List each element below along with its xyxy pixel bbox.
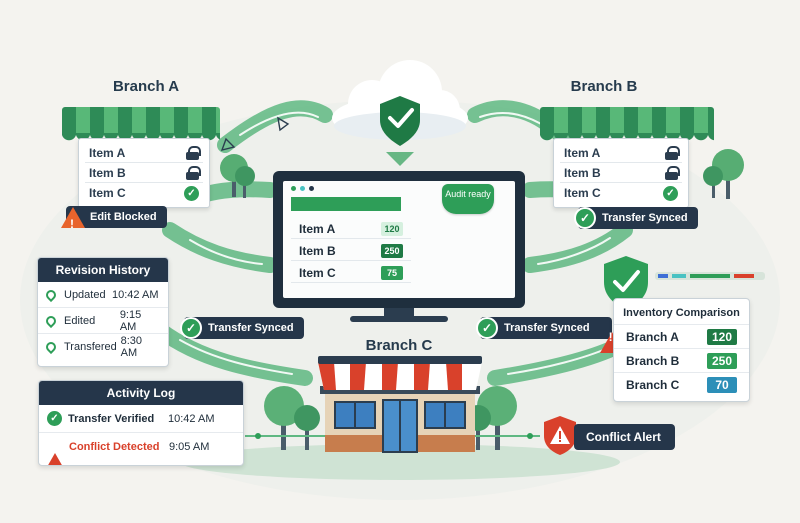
row-label: Item B <box>299 243 336 258</box>
branch-b-awning <box>540 107 714 141</box>
branch-a-items: Item A Item B Item C ✓ <box>78 138 210 208</box>
check-icon: ✓ <box>184 185 199 201</box>
branch-a-title: Branch A <box>112 78 180 95</box>
conflict-alert-label: Conflict Alert <box>586 430 661 444</box>
dot-icon <box>309 186 314 191</box>
dot-icon <box>300 186 305 191</box>
lock-icon <box>665 145 680 160</box>
branch-b-transfer-status: ✓ Transfer Synced <box>574 207 698 229</box>
revision-action: Edited <box>64 314 96 327</box>
list-item[interactable]: ! Conflict Detected 9:05 AM <box>39 433 243 465</box>
activity-log-title: Activity Log <box>39 381 243 405</box>
item-label: Item B <box>89 165 126 180</box>
value-badge: 75 <box>381 265 403 280</box>
transfer-synced-left: ✓ Transfer Synced <box>180 317 304 339</box>
list-item[interactable]: Item B <box>560 163 682 183</box>
transfer-left-label: Transfer Synced <box>208 322 294 334</box>
value-badge: 250 <box>707 352 737 369</box>
table-row[interactable]: Item B 250 <box>291 241 411 261</box>
check-shield-icon: ✓ <box>178 315 204 341</box>
item-label: Item C <box>564 186 601 200</box>
item-label: Item C <box>89 186 126 200</box>
window-dots <box>291 186 314 191</box>
location-pin-icon <box>43 287 59 302</box>
monitor-stand <box>384 308 414 318</box>
dot-icon <box>291 186 296 191</box>
list-item[interactable]: Item C ✓ <box>85 183 203 203</box>
revision-action: Updated <box>64 288 106 301</box>
warning-icon: ! <box>599 315 624 353</box>
list-item[interactable]: Updated 10:42 AM <box>38 282 168 308</box>
item-label: Item A <box>89 145 126 160</box>
location-pin-icon <box>43 339 59 355</box>
list-item[interactable]: Item A <box>85 143 203 163</box>
table-row[interactable]: Branch C 70 <box>614 373 749 397</box>
row-label: Item A <box>299 221 336 236</box>
monitor-base <box>350 316 448 322</box>
row-label: Item C <box>299 265 336 280</box>
inventory-title: Inventory Comparison <box>614 299 749 325</box>
table-row[interactable]: Item A 120 <box>291 219 411 239</box>
list-item[interactable]: Item B <box>85 163 203 183</box>
monitor-header-bar <box>291 197 401 211</box>
item-label: Item A <box>564 145 601 160</box>
inventory-branch: Branch B <box>626 353 680 368</box>
revision-action: Transfered <box>64 341 117 353</box>
warning-icon: ! <box>47 441 63 465</box>
edit-blocked-status: ! Edit Blocked <box>61 206 167 231</box>
revision-history-title: Revision History <box>38 258 168 282</box>
list-item[interactable]: Item A <box>560 143 682 163</box>
check-icon: ✓ <box>663 185 678 201</box>
value-badge: 250 <box>381 243 403 258</box>
activity-time: 9:05 AM <box>169 441 210 453</box>
lock-icon <box>665 165 680 180</box>
lock-icon <box>186 145 201 160</box>
activity-time: 10:42 AM <box>168 412 215 425</box>
item-label: Item B <box>564 165 601 180</box>
revision-time: 10:42 AM <box>112 288 159 301</box>
table-row[interactable]: Branch A 120 <box>614 325 749 349</box>
branch-a-awning <box>62 107 220 141</box>
revision-time: 9:15 AM <box>119 308 142 333</box>
audit-ready-label: Audit ready <box>445 189 491 199</box>
warning-icon: ! <box>60 204 86 231</box>
activity-label: Transfer Verified <box>68 412 155 425</box>
alert-shield-icon <box>540 414 580 456</box>
branch-b-items: Item A Item B Item C ✓ <box>553 138 689 208</box>
inventory-branch: Branch C <box>626 378 680 392</box>
location-pin-icon <box>43 313 59 328</box>
check-shield-icon: ✓ <box>572 205 598 231</box>
lock-icon <box>186 165 201 180</box>
check-icon: ✓ <box>47 411 62 426</box>
branch-b-status-label: Transfer Synced <box>602 212 688 224</box>
list-item[interactable]: Edited 9:15 AM <box>38 308 168 334</box>
revision-time: 8:30 AM <box>120 335 143 359</box>
transfer-synced-right: ✓ Transfer Synced ! <box>476 317 624 353</box>
activity-label: Conflict Detected <box>69 441 160 453</box>
list-item[interactable]: ✓ Transfer Verified 10:42 AM <box>39 405 243 433</box>
check-shield-icon: ✓ <box>474 315 500 341</box>
inventory-comparison-panel: Inventory Comparison Branch A 120 Branch… <box>613 298 750 402</box>
branch-c-title: Branch C <box>365 337 433 354</box>
transfer-right-label: Transfer Synced <box>504 322 590 334</box>
audit-ready-badge: Audit ready <box>442 184 494 214</box>
list-item[interactable]: Item C ✓ <box>560 183 682 203</box>
activity-log-panel: Activity Log ✓ Transfer Verified 10:42 A… <box>38 380 244 466</box>
table-row[interactable]: Item C 75 <box>291 263 411 283</box>
branch-b-title: Branch B <box>570 78 638 95</box>
list-item[interactable]: Transfered 8:30 AM <box>38 334 168 360</box>
value-badge: 120 <box>707 328 737 345</box>
conflict-alert-pill: Conflict Alert <box>574 424 675 450</box>
edit-blocked-label: Edit Blocked <box>90 211 157 223</box>
inventory-branch: Branch A <box>626 329 679 344</box>
value-badge: 120 <box>381 221 403 236</box>
revision-history-panel: Revision History Updated 10:42 AM Edited… <box>37 257 169 367</box>
value-badge: 70 <box>707 377 737 393</box>
table-row[interactable]: Branch B 250 <box>614 349 749 373</box>
